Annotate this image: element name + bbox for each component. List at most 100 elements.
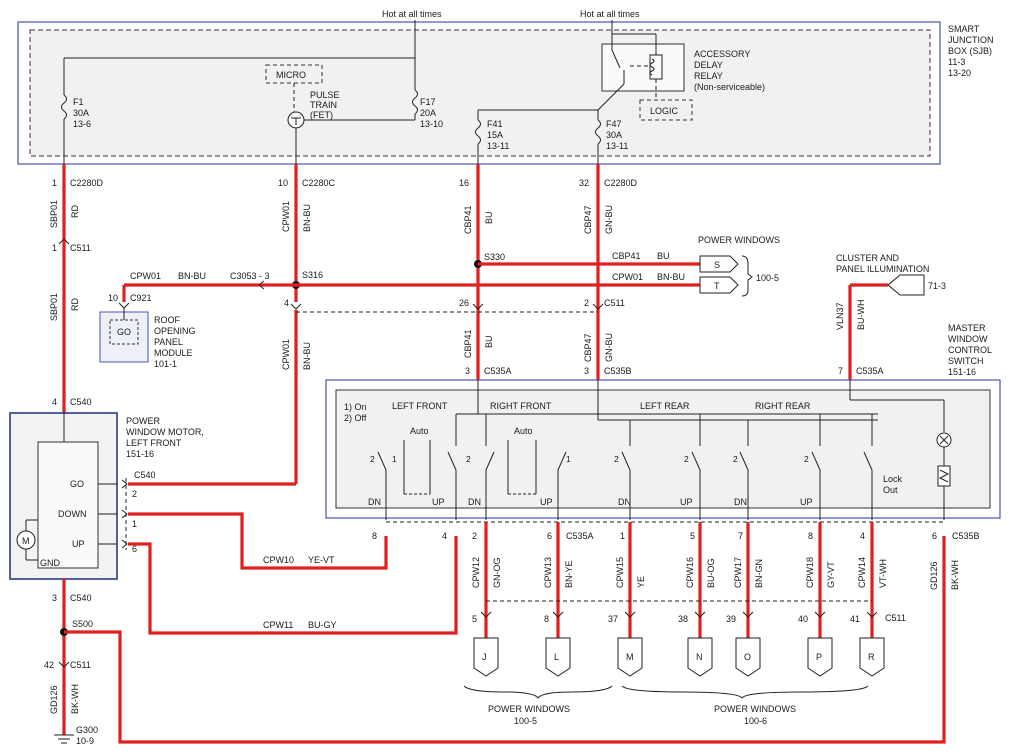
motor-pin-1: 1 <box>132 519 137 529</box>
fuse-f41-ref: 13-11 <box>487 141 509 151</box>
wire-bnbu-h-label: BN-BU <box>657 272 685 282</box>
conn-c535b-top: C535B <box>604 366 632 376</box>
wire-color-label: BU-OG <box>706 558 716 588</box>
splice-s500-label: S500 <box>72 619 93 629</box>
wire-rd-label-2: RD <box>70 298 80 311</box>
wire-sbp01-label-1: SBP01 <box>49 200 59 228</box>
offpage-connector <box>859 637 885 677</box>
bottom-pin-label: 5 <box>472 614 477 624</box>
wire-cpw10 <box>128 512 388 570</box>
bottom-pin-label: 40 <box>798 614 808 624</box>
cluster-label-1: CLUSTER AND <box>836 253 900 263</box>
wire-bu-label-2: BU <box>484 335 494 348</box>
sw-rf-1: 1 <box>566 454 571 464</box>
pulse-label-2: TRAIN <box>310 100 337 110</box>
wire-color-label: GY-VT <box>826 561 836 588</box>
wire-vln37-label: VLN37 <box>835 302 845 330</box>
sw-rr-up: UP <box>800 497 813 507</box>
offpage-connector <box>473 637 499 677</box>
offpage-connector <box>807 637 833 677</box>
offpage-s <box>699 255 739 273</box>
motor-label-1: POWER <box>126 416 161 426</box>
pin-c511-1: 1 <box>52 243 57 253</box>
conn-c535a-7: C535A <box>856 366 884 376</box>
master-ref: 151-16 <box>948 367 976 377</box>
sw-lf-dn: DN <box>368 497 381 507</box>
pw-bottom-label-1: POWER WINDOWS <box>488 704 570 714</box>
wire-color-label: GN-OG <box>492 558 502 589</box>
sw-rf-dn: DN <box>468 497 481 507</box>
conn-c2280c: C2280C <box>302 178 336 188</box>
wire-bnbu-label-2: BN-BU <box>302 342 312 370</box>
swpin-6b: 6 <box>932 531 937 541</box>
sjb-label-2: JUNCTION <box>948 35 994 45</box>
motor-m: M <box>22 536 30 546</box>
splice-s316-label: S316 <box>302 270 323 280</box>
wire-circuit-label: CPW12 <box>471 557 481 588</box>
swpin-1: 1 <box>620 531 625 541</box>
switch-lf: LEFT FRONT <box>392 401 448 411</box>
fuse-f1-name: F1 <box>73 97 84 107</box>
offpage-s-label: S <box>714 260 720 270</box>
motor-down: DOWN <box>58 509 87 519</box>
switch-contacts <box>377 414 873 520</box>
pw-top-label: POWER WINDOWS <box>698 235 780 245</box>
swpin-4: 4 <box>442 531 447 541</box>
sw-rf-2: 2 <box>466 454 471 464</box>
sjb-ref-2: 13-20 <box>948 68 971 78</box>
conn-c535a-top: C535A <box>484 366 512 376</box>
wire-yevt-label: YE-VT <box>308 555 335 565</box>
conn-c535b-bottom: C535B <box>952 531 980 541</box>
motor-ref: 151-16 <box>126 449 154 459</box>
pw-bottom-ref-1: 100-5 <box>514 716 537 726</box>
motor-module <box>37 441 99 569</box>
pin-c2280d-16: 16 <box>459 178 469 188</box>
pin-c535b-3: 3 <box>584 366 589 376</box>
conn-c2280d-1: C2280D <box>70 178 104 188</box>
offpage-connector <box>617 637 643 677</box>
swpin-7: 7 <box>738 531 743 541</box>
sw-rr-dn: DN <box>734 497 747 507</box>
wire-gd126-label-1: GD126 <box>49 685 59 714</box>
wire-bkwh-label-1: BK-WH <box>70 684 80 714</box>
fuse-f41-icon <box>475 119 481 145</box>
conn-c540-motor: C540 <box>134 470 156 480</box>
offpage-connector-label: N <box>696 652 703 662</box>
swpin-6: 6 <box>547 531 552 541</box>
wire-bkwh-label-2: BK-WH <box>950 560 960 590</box>
logic-label: LOGIC <box>650 106 679 116</box>
hot-label-1: Hot at all times <box>382 9 442 19</box>
wire-color-label: BN-GN <box>754 559 764 588</box>
roof-label-2: OPENING <box>154 326 196 336</box>
wire-cpw11-label: CPW11 <box>263 620 293 630</box>
lock-label-2: Out <box>883 485 898 495</box>
pin-c2280d-1: 1 <box>52 178 57 188</box>
wire-circuit-label: CPW15 <box>615 557 625 588</box>
fuse-f17-name: F17 <box>420 97 436 107</box>
wire-color-label: YE <box>636 576 646 588</box>
wire-bnbu-roof-label: BN-BU <box>178 271 206 281</box>
bottom-pin-label: 39 <box>726 614 736 624</box>
cluster-label-2: PANEL ILLUMINATION <box>836 264 929 274</box>
cluster-offpage <box>887 274 925 296</box>
relay-label-4: (Non-serviceable) <box>694 82 765 92</box>
swpin-4b: 4 <box>860 531 865 541</box>
wire-cpw11 <box>128 536 458 635</box>
pin-c511-42: 42 <box>44 660 54 670</box>
fuse-f47-ref: 13-11 <box>606 141 628 151</box>
roof-label-4: MODULE <box>154 348 193 358</box>
conn-c2280d-2: C2280D <box>604 178 638 188</box>
conn-c511-1: C511 <box>70 243 91 253</box>
sw-lf-2: 2 <box>370 454 375 464</box>
wire-bu-h-label: BU <box>657 251 670 261</box>
offpage-connector-label: J <box>482 652 487 662</box>
wire-rd-label-1: RD <box>70 205 80 218</box>
motor-gnd: GND <box>40 558 61 568</box>
roof-label-1: ROOF <box>154 315 181 325</box>
pin-c2280d-32: 32 <box>579 178 589 188</box>
pulse-label-1: PULSE <box>310 90 340 100</box>
wire-color-label: VT-WH <box>878 559 888 588</box>
bottom-pin-label: 41 <box>850 614 860 624</box>
relay-label-1: ACCESSORY <box>694 49 750 59</box>
master-switch-outline <box>325 379 1001 519</box>
